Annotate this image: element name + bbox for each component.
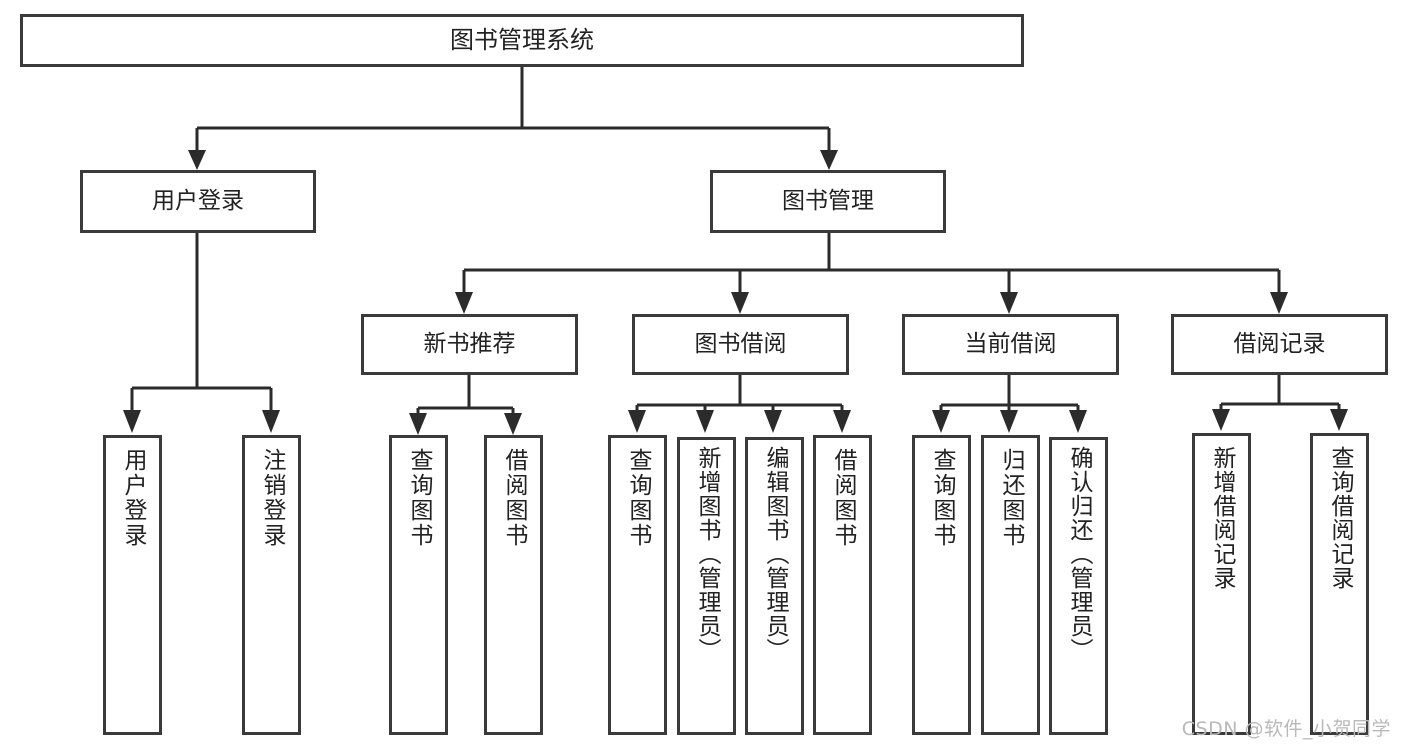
node-label: 借阅图书 (501, 448, 527, 548)
node-label: 用户登录 (120, 448, 146, 548)
node-label: 新增图书（管理员） (694, 446, 720, 662)
node-label: 查询借阅记录 (1327, 446, 1353, 590)
node-label: 借阅图书 (830, 448, 856, 548)
node-label: 新书推荐 (423, 330, 516, 357)
node-label: 查询图书 (625, 448, 651, 548)
leaf-return-book[interactable]: 归还图书 (981, 435, 1040, 735)
node-root-system[interactable]: 图书管理系统 (20, 14, 1024, 67)
node-label: 用户登录 (152, 187, 244, 214)
leaf-confirm-return-admin[interactable]: 确认归还（管理员） (1049, 437, 1108, 735)
node-label: 编辑图书（管理员） (762, 446, 788, 662)
node-label: 注销登录 (259, 448, 285, 548)
leaf-borrow-book-new[interactable]: 借阅图书 (484, 435, 543, 735)
node-book-management[interactable]: 图书管理 (710, 170, 946, 233)
leaf-logout[interactable]: 注销登录 (242, 435, 301, 735)
node-label: 借阅记录 (1233, 330, 1326, 357)
node-borrow-record[interactable]: 借阅记录 (1171, 314, 1388, 375)
leaf-query-book-borrow[interactable]: 查询图书 (608, 435, 667, 735)
leaf-add-book-admin[interactable]: 新增图书（管理员） (677, 437, 736, 735)
leaf-user-login[interactable]: 用户登录 (103, 435, 162, 735)
node-label: 图书管理 (782, 187, 874, 214)
node-label: 查询图书 (929, 448, 955, 548)
leaf-query-book-new[interactable]: 查询图书 (389, 435, 448, 735)
leaf-query-borrow-record[interactable]: 查询借阅记录 (1310, 433, 1369, 735)
node-book-borrow[interactable]: 图书借阅 (632, 314, 849, 375)
node-label: 归还图书 (998, 448, 1024, 548)
node-label: 确认归还（管理员） (1066, 446, 1092, 662)
leaf-borrow-book-borrow[interactable]: 借阅图书 (813, 435, 872, 735)
node-new-book-recommend[interactable]: 新书推荐 (361, 314, 578, 375)
node-label: 查询图书 (406, 448, 432, 548)
leaf-edit-book-admin[interactable]: 编辑图书（管理员） (745, 437, 804, 735)
watermark-text: CSDN @软件_小贺同学 (1181, 718, 1391, 740)
node-label: 新增借阅记录 (1209, 446, 1235, 590)
node-label: 当前借阅 (964, 330, 1057, 357)
leaf-query-book-current[interactable]: 查询图书 (912, 435, 971, 735)
node-current-borrow[interactable]: 当前借阅 (902, 314, 1119, 375)
node-label: 图书管理系统 (450, 26, 594, 55)
leaf-add-borrow-record[interactable]: 新增借阅记录 (1192, 433, 1251, 735)
node-label: 图书借阅 (694, 330, 787, 357)
node-user-login[interactable]: 用户登录 (80, 170, 316, 233)
